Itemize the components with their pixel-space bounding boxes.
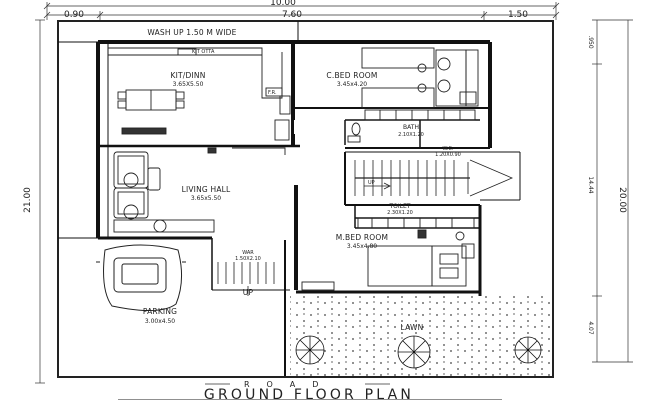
right-dimensions bbox=[592, 19, 633, 363]
toilet-fixtures bbox=[357, 217, 475, 229]
entry-up-label: UP bbox=[243, 288, 254, 297]
dim-right-depth: 20.00 bbox=[617, 187, 627, 213]
wc-name: W.C. bbox=[442, 146, 453, 152]
m-bed-furniture bbox=[301, 229, 475, 291]
road-label: ROAD bbox=[244, 380, 335, 389]
dim-main-width: 7.60 bbox=[282, 10, 302, 20]
parking-car bbox=[96, 244, 186, 312]
kitchen-size: 3.65X5.50 bbox=[173, 81, 204, 88]
stair-up-label: UP bbox=[368, 180, 375, 186]
dim-left-margin: 0.90 bbox=[64, 10, 84, 20]
fridge-label: F.R. bbox=[268, 90, 277, 96]
kitchen-name: KIT/DINN bbox=[170, 71, 205, 80]
bath-name: BATH bbox=[403, 124, 419, 131]
war-name: WAR bbox=[242, 250, 254, 256]
lawn-label: LAWN bbox=[401, 323, 424, 332]
plan-title: GROUND FLOOR PLAN bbox=[204, 387, 414, 400]
wc-size: 1.20X0.90 bbox=[435, 152, 461, 158]
kitchen-furniture bbox=[108, 47, 291, 141]
parking-size: 3.00x4.50 bbox=[145, 318, 175, 325]
dim-overall-width: 10.00 bbox=[270, 0, 296, 8]
bath-fixtures bbox=[347, 109, 476, 143]
m-bed-size: 3.45x4.80 bbox=[347, 243, 377, 250]
building-walls bbox=[58, 21, 521, 376]
m-bed-name: M.BED ROOM bbox=[336, 233, 388, 242]
parking-name: PARKING bbox=[143, 307, 177, 316]
living-furniture bbox=[113, 147, 286, 233]
left-dimension bbox=[35, 19, 45, 384]
dim-right-top: .950 bbox=[587, 35, 594, 49]
toilet-size: 2.30X1.20 bbox=[387, 210, 413, 216]
dim-left-depth: 21.00 bbox=[23, 187, 33, 213]
plot-boundary bbox=[57, 20, 554, 378]
dim-right-mid: 14.44 bbox=[587, 176, 594, 193]
kit-otta-label: KIT OTTA bbox=[192, 49, 215, 55]
wash-up-label: WASH UP 1.50 M WIDE bbox=[147, 28, 236, 37]
c-bed-size: 3.45x4.20 bbox=[337, 81, 367, 88]
war-stairs bbox=[217, 262, 275, 296]
bath-size: 2.10X1.20 bbox=[398, 132, 424, 138]
c-bed-name: C.BED ROOM bbox=[326, 71, 377, 80]
living-size: 3.65x5.50 bbox=[191, 195, 221, 202]
war-size: 1.50X2.10 bbox=[235, 256, 261, 262]
c-bed-furniture bbox=[361, 47, 479, 109]
dim-right-bottom: 4.07 bbox=[587, 321, 594, 335]
lawn-trees bbox=[295, 335, 542, 369]
toilet-name: TOILET bbox=[389, 203, 411, 210]
living-name: LIVING HALL bbox=[182, 185, 231, 194]
dim-right-margin: 1.50 bbox=[508, 10, 528, 20]
staircase bbox=[354, 159, 514, 197]
top-dimensions bbox=[43, 2, 560, 20]
